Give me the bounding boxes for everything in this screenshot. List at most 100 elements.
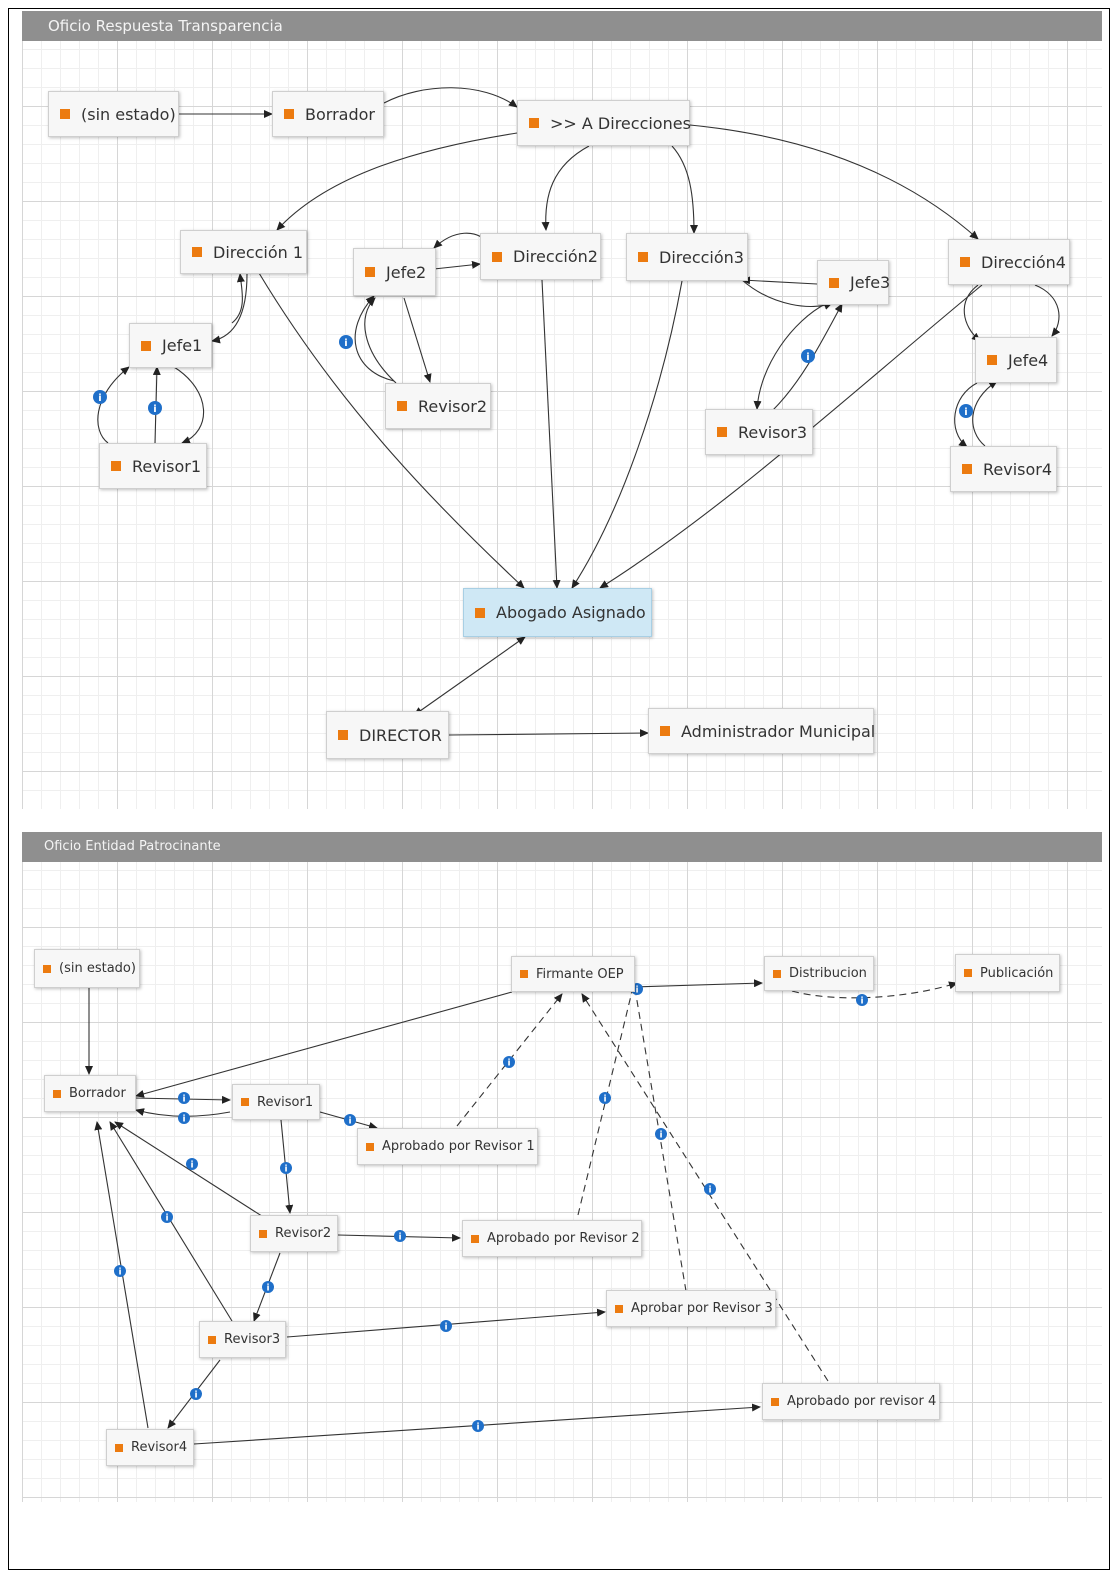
state-label: Dirección4 xyxy=(981,252,1066,272)
svg-text:i: i xyxy=(659,1131,662,1141)
state-label: Dirección2 xyxy=(513,247,598,266)
state-node[interactable]: Aprobado por revisor 4 xyxy=(762,1383,940,1420)
state-node[interactable]: Jefe3 xyxy=(817,260,890,305)
state-node[interactable]: Dirección 1 xyxy=(180,230,307,274)
edge xyxy=(448,729,649,738)
state-marker xyxy=(259,1229,267,1238)
state-node[interactable]: Revisor4 xyxy=(106,1429,194,1466)
edge xyxy=(403,297,432,383)
state-marker xyxy=(111,461,121,471)
state-label: Revisor1 xyxy=(132,456,202,476)
svg-text:i: i xyxy=(165,1214,168,1224)
info-icon: i xyxy=(801,349,815,363)
state-label: (sin estado) xyxy=(59,961,136,976)
state-marker xyxy=(60,109,70,119)
edge xyxy=(541,279,561,589)
diagram-panel-entidad-patrocinante: Oficio Entidad Patrocinante xyxy=(22,832,1102,1502)
edge xyxy=(972,380,998,447)
state-marker xyxy=(365,267,375,277)
state-label: Borrador xyxy=(305,104,375,124)
edge xyxy=(541,145,590,231)
state-marker xyxy=(192,247,202,257)
state-node[interactable]: Revisor1 xyxy=(99,443,207,489)
state-marker xyxy=(115,1443,123,1452)
state-marker xyxy=(471,1234,479,1243)
info-icon: i xyxy=(503,1056,515,1069)
edge xyxy=(433,260,481,270)
svg-text:i: i xyxy=(284,1165,287,1175)
state-label: Jefe4 xyxy=(1008,350,1049,370)
state-marker xyxy=(962,464,972,474)
info-icon: i xyxy=(655,1128,667,1141)
svg-text:i: i xyxy=(348,1117,351,1127)
state-node[interactable]: Borrador xyxy=(272,91,384,137)
state-node[interactable]: Revisor3 xyxy=(199,1321,286,1358)
state-marker xyxy=(773,969,781,978)
edge xyxy=(97,366,130,444)
info-icon: i xyxy=(148,401,162,415)
state-marker xyxy=(520,970,528,978)
edge xyxy=(231,273,245,324)
state-marker xyxy=(615,1304,623,1313)
edge xyxy=(741,276,818,285)
state-node[interactable]: Aprobado por Revisor 1 xyxy=(357,1128,538,1165)
panel-title: Oficio Entidad Patrocinante xyxy=(22,832,1102,862)
state-node[interactable]: Dirección4 xyxy=(948,239,1070,285)
state-label: Administrador Municipal xyxy=(681,721,876,741)
state-node[interactable]: Dirección2 xyxy=(480,233,601,280)
info-icon: i xyxy=(339,335,353,349)
info-icon: i xyxy=(704,1183,716,1196)
state-node[interactable]: Distribucion xyxy=(764,956,874,991)
edge xyxy=(383,87,518,108)
state-label: Revisor3 xyxy=(224,1332,281,1347)
state-marker xyxy=(284,109,294,119)
state-node[interactable]: Revisor1 xyxy=(232,1084,320,1120)
info-icon: i xyxy=(262,1281,274,1294)
state-node[interactable]: Revisor2 xyxy=(385,383,491,429)
svg-text:i: i xyxy=(182,1095,185,1105)
state-node[interactable]: Firmante OEP xyxy=(511,956,635,992)
svg-text:i: i xyxy=(603,1095,606,1105)
state-node[interactable]: Jefe4 xyxy=(975,337,1057,383)
transition-edges: i i i i i i i i i i i i i i i i i i xyxy=(85,979,958,1445)
state-node[interactable]: Jefe2 xyxy=(353,248,436,296)
info-icon: i xyxy=(280,1162,292,1175)
svg-text:i: i xyxy=(635,986,638,996)
state-node[interactable]: Administrador Municipal xyxy=(648,708,876,754)
state-label: Aprobar por Revisor 3 xyxy=(631,1301,773,1316)
state-node[interactable]: Borrador xyxy=(44,1075,136,1112)
state-node[interactable]: Aprobar por Revisor 3 xyxy=(606,1290,776,1327)
info-icon: i xyxy=(186,1158,198,1171)
state-marker xyxy=(660,726,670,736)
state-marker xyxy=(208,1335,216,1344)
state-node[interactable]: DIRECTOR xyxy=(326,711,449,759)
state-node[interactable]: (sin estado) xyxy=(34,949,140,988)
state-node[interactable]: Revisor3 xyxy=(705,409,813,455)
svg-text:i: i xyxy=(444,1323,447,1333)
state-label: Revisor1 xyxy=(257,1094,314,1110)
state-node[interactable]: >> A Direcciones xyxy=(517,100,691,146)
state-marker xyxy=(492,251,502,262)
svg-text:i: i xyxy=(344,338,347,349)
state-node[interactable]: Dirección3 xyxy=(626,233,748,281)
state-marker xyxy=(397,401,407,411)
state-node[interactable]: Jefe1 xyxy=(129,323,212,368)
state-node[interactable]: Aprobado por Revisor 2 xyxy=(462,1220,642,1257)
info-markers: i i i i i i i i i i i i i i i i i i xyxy=(114,983,868,1433)
svg-text:i: i xyxy=(182,1115,185,1125)
info-icon: i xyxy=(599,1092,611,1105)
edge xyxy=(109,1121,233,1322)
state-node[interactable]: Revisor2 xyxy=(250,1215,338,1252)
state-node[interactable]: Publicación xyxy=(955,954,1060,992)
edge xyxy=(413,636,526,716)
edge xyxy=(135,991,513,1098)
info-icon: i xyxy=(178,1092,190,1105)
state-node[interactable]: (sin estado) xyxy=(48,91,179,137)
state-node[interactable]: Revisor4 xyxy=(950,446,1057,492)
info-icon: i xyxy=(959,404,973,418)
state-label: Aprobado por revisor 4 xyxy=(787,1394,937,1409)
state-node-selected[interactable]: Abogado Asignado xyxy=(463,588,652,637)
state-marker xyxy=(53,1089,61,1098)
info-icon: i xyxy=(856,994,868,1007)
svg-text:i: i xyxy=(153,404,156,415)
